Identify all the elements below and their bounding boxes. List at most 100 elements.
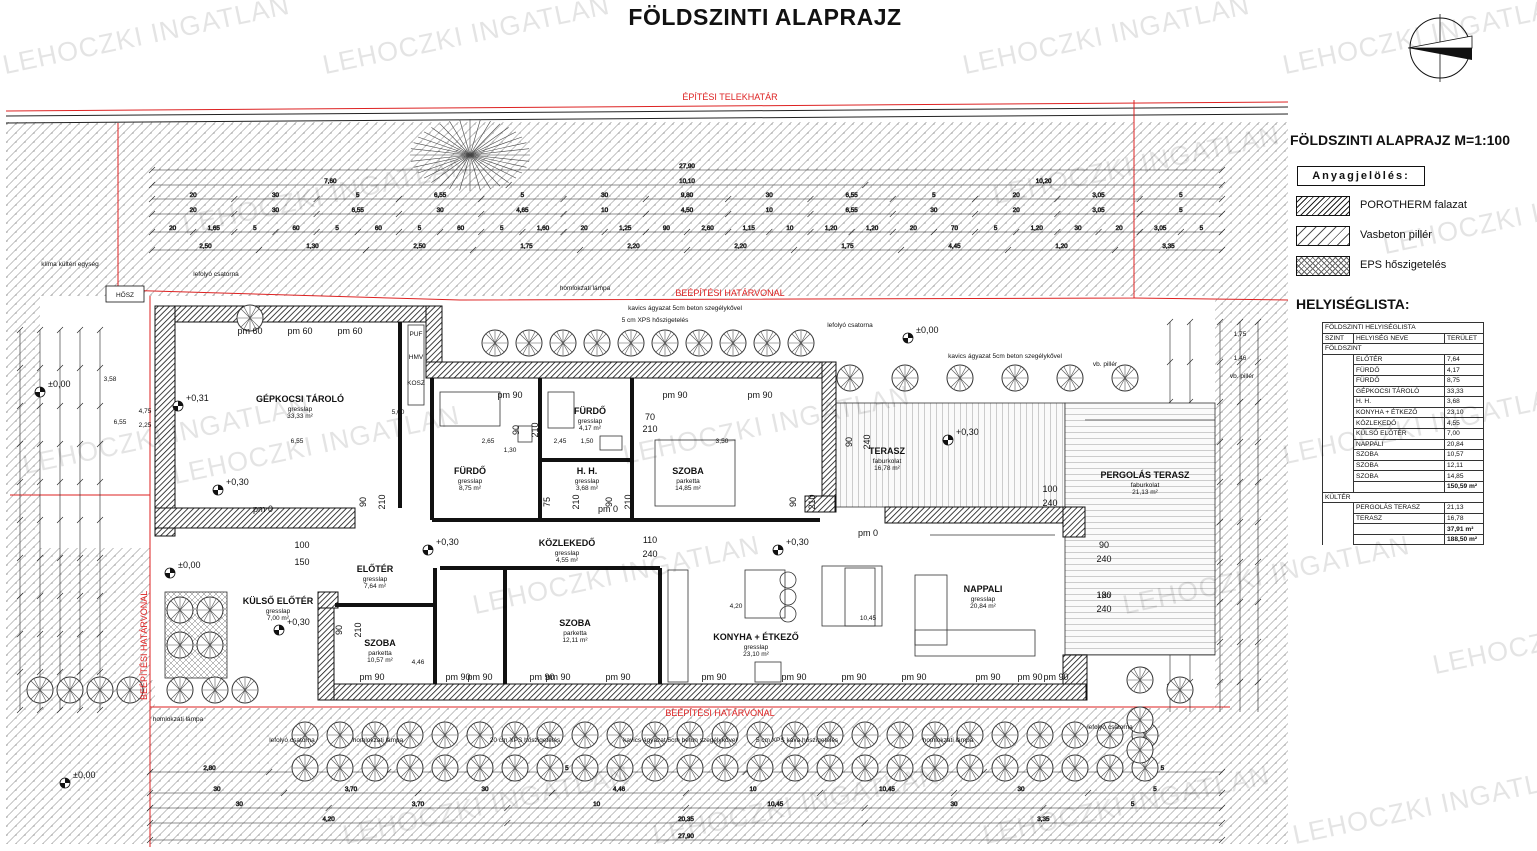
window-pm-label: pm 90 [359,672,384,682]
dim-row3-label: 10 [766,207,774,214]
window-pm-label: pm 90 [529,672,554,682]
door-size-label: 90 [1099,540,1109,550]
tree-icon [326,721,354,749]
table-cell: GÉPKOCSI TÁROLÓ [1353,385,1445,398]
dim-tick [16,516,24,524]
tree-icon [836,364,864,392]
burst-ray [469,154,501,187]
room-floor-label: parketta [563,630,587,637]
table-cell: FÜRDŐ [1353,364,1445,376]
hosz-box [105,285,145,303]
table-cell: 150,59 m² [1444,480,1484,493]
dim-label: 4,20 [730,603,743,610]
burst-ray [413,154,471,168]
dim-tick [36,364,44,372]
tree-icon [685,329,713,357]
dim-row3-tick [724,210,732,218]
dim-row5-label: 4,45 [948,243,961,250]
room-floor-label: gresslap [578,418,603,425]
dim-tick [96,516,104,524]
burst-ray [449,154,471,189]
dim-row2-label: 30 [766,192,774,199]
dim-row3-tick [1218,210,1226,218]
dim-tick [56,516,64,524]
dim-bottom2-tick [414,789,422,797]
window-pm-label: pm 90 [1017,672,1042,682]
dim-tick [1216,358,1224,366]
burst-ray [431,127,471,156]
dim-row5-tick [1004,246,1012,254]
dim-bottom2-tick [816,789,824,797]
burst-ray [423,131,471,156]
dim-row4-label: 3,05 [1154,225,1167,232]
tree-icon [1001,364,1029,392]
dim-row3-label: 20 [1013,207,1021,214]
dim-tick [1216,598,1224,606]
dim-row4-tick [642,228,650,236]
tree-icon [991,754,1019,782]
dim-bottom2-tick [950,789,958,797]
door-size-label: 240 [1096,604,1111,614]
room-name-label: KÖZLEKEDŐ [539,537,596,548]
interior-lines [407,324,1215,683]
window-pm-label: pm 0 [253,504,273,514]
dim-tick [96,668,104,676]
dim-row4-tick [560,228,567,236]
table-row: 188,50 m² [1322,533,1484,546]
table-cell [1322,407,1354,418]
dim-tick [56,478,64,486]
dim-row4-label: 70 [951,225,959,232]
table-cell [1322,481,1354,492]
room-name-label: H. H. [577,466,598,476]
tree-icon [326,754,354,782]
tree-icon [886,754,914,782]
tree-icon [851,721,879,749]
table-cell: 4,17 [1444,364,1484,376]
window-pm-label: pm 90 [747,390,772,400]
dim-row4-tick [1136,228,1143,236]
table-cell: 33,33 [1444,385,1484,398]
table-cell [1322,523,1354,535]
room-name-label: PERGOLÁS TERASZ [1100,470,1190,480]
tree-icon [431,754,459,782]
kosz-label: KOSZ [407,380,425,387]
dim-row4-label: 20 [1116,225,1124,232]
legend-label: POROTHERM falazat [1360,199,1467,211]
tree-icon [1026,721,1054,749]
eps-swatch [1296,256,1350,276]
dim-tick [1254,518,1262,526]
dim-row4-tick [148,228,156,236]
burst-ray [410,154,471,162]
dim-row4-tick [766,228,773,236]
dim-row4-tick [313,228,320,236]
dim-tick [36,630,44,638]
room-name-label: SZOBA [672,466,704,476]
dim-tick [1236,558,1244,566]
tree-icon [515,329,543,357]
tree-icon [676,754,704,782]
room-floor-label: parketta [368,650,392,657]
dim-tick [1254,558,1262,566]
dim-row5-tick [790,246,798,254]
dim-row5-label: 1,75 [841,243,854,250]
dim-tick [1236,478,1244,486]
dim-row3-label: 6,55 [845,207,858,214]
table-cell: FÖLDSZINT [1322,343,1484,355]
level-label: +0,31 [186,393,209,403]
dim-row4-tick [1095,228,1102,236]
door-size-label: 180 [1096,590,1111,600]
dim-tick [1216,518,1224,526]
window-pm-label: pm 90 [1043,672,1068,682]
tree-icon [466,754,494,782]
dim-row4-label: 60 [457,225,465,232]
tree-icon [536,721,564,749]
dim-label: 4,75 [139,408,152,415]
klima-label: klíma kültéri egység [41,261,99,268]
interior-walls [335,322,820,684]
dim-label: 6,55 [114,419,127,426]
dim-bottom4-tick [504,819,511,827]
window-pm-label: pm 60 [237,326,262,336]
